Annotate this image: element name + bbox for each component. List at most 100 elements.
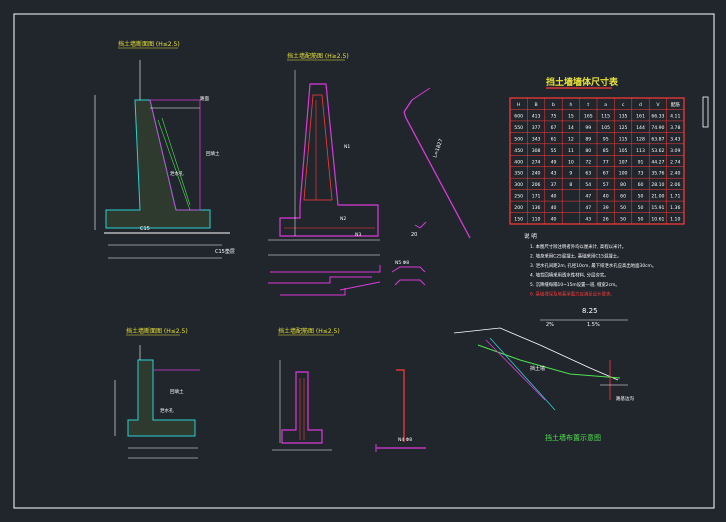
table-cell: 240 — [532, 171, 541, 177]
table-cell: 350 — [514, 171, 523, 177]
table-cell: 21.00 — [651, 194, 664, 200]
table-cell: 50 — [638, 194, 644, 200]
table-cell: 37 — [551, 182, 557, 188]
table-cell: 10.61 — [651, 217, 664, 223]
table-cell: 144 — [636, 125, 645, 131]
table-cell: 50 — [620, 217, 626, 223]
slanted-rebar-detail: L=1827 20 — [403, 87, 471, 239]
table-cell: 550 — [514, 125, 523, 131]
table-cell: 61 — [551, 136, 557, 142]
table-cell: 206 — [532, 182, 541, 188]
notes-title: 说 明 — [524, 232, 537, 240]
table-cell: 113 — [636, 148, 645, 154]
table-cell: 8 — [569, 182, 572, 188]
table-cell: 40 — [551, 217, 557, 223]
table-cell: 136 — [532, 205, 541, 211]
table-cell: 50 — [638, 205, 644, 211]
table-cell: 3.78 — [670, 125, 680, 131]
table-header-cell: t — [587, 102, 589, 108]
table-cell: 80 — [620, 182, 626, 188]
table-title: 挡土墙墙体尺寸表 — [546, 76, 619, 88]
table-cell: 63.87 — [651, 136, 664, 142]
label-rebar-a: N5 Φ8 — [395, 260, 409, 266]
label-backfill-1: 回填土 — [206, 150, 220, 157]
table-cell: 49 — [551, 159, 557, 165]
table-cell: 72 — [585, 159, 591, 165]
table-cell: 77 — [603, 159, 609, 165]
table-cell: 44.27 — [651, 159, 664, 165]
table-cell: 165 — [584, 113, 593, 119]
table-cell: 2.06 — [670, 182, 680, 188]
note-line: 2. 墙身采用C25混凝土, 基础采用C15混凝土。 — [530, 253, 622, 260]
label-drain-1: 泄水孔 — [170, 170, 184, 177]
table-cell: 66.33 — [651, 113, 664, 119]
table-cell: 55 — [551, 148, 557, 154]
table-cell: 4.11 — [670, 113, 680, 119]
table-cell: 105 — [601, 125, 610, 131]
table-cell: 3.43 — [670, 136, 680, 142]
binding-mark — [702, 96, 709, 128]
table-cell: 200 — [514, 205, 523, 211]
table-cell: 150 — [514, 217, 523, 223]
table-cell: 377 — [532, 125, 541, 131]
table-cell: 26 — [603, 217, 609, 223]
road-section-sketch: 8.25 2% 1.5% 挡土墙 路基边沟 挡土墙布置示意图 — [453, 307, 634, 442]
table-grid — [510, 98, 684, 224]
table-cell: 80 — [585, 148, 591, 154]
table-header-cell: h — [569, 102, 572, 108]
table-cell: 1.71 — [670, 194, 680, 200]
table-cell: 35.76 — [651, 171, 664, 177]
table-cell: 47 — [585, 205, 591, 211]
table-cell: 11 — [568, 148, 574, 154]
table-cell: 95 — [603, 136, 609, 142]
road-label-wall: 挡土墙 — [530, 365, 545, 372]
label-c15-1: C15垫层 — [215, 248, 235, 255]
table-cell: 28.10 — [651, 182, 664, 188]
table-header-cell: H — [517, 102, 520, 108]
table-cell: 107 — [619, 159, 628, 165]
table-cell: 110 — [532, 217, 541, 223]
table-cell: 40 — [551, 194, 557, 200]
table-header-cell: c — [622, 103, 625, 108]
table-header-cell: d — [639, 102, 642, 108]
note-line: 5. 沉降缝每隔10~15m设置一道, 缝宽2cm。 — [530, 281, 620, 288]
table-header-cell: V — [656, 102, 660, 108]
table-cell: 39 — [603, 205, 609, 211]
notes-lines: 1. 本图尺寸除注明者外均以厘米计, 高程以米计。 2. 墙身采用C25混凝土, … — [530, 243, 656, 298]
table-cell: 67 — [603, 171, 609, 177]
notes-block: 说 明 1. 本图尺寸除注明者外均以厘米计, 高程以米计。 2. 墙身采用C25混… — [524, 232, 656, 298]
table-cell: 300 — [514, 182, 523, 188]
label-n1-2: N1 — [344, 144, 350, 150]
table-cell: 60 — [638, 182, 644, 188]
label-n2-2: N2 — [340, 216, 346, 222]
table-cell: 450 — [514, 148, 523, 154]
label-rebar-20: 20 — [411, 232, 417, 238]
road-label-ditch: 路基边沟 — [616, 395, 634, 402]
label-base-1: C15 — [140, 226, 150, 232]
note-line: 1. 本图尺寸除注明者外均以厘米计, 高程以米计。 — [530, 243, 626, 250]
table-cell: 1.36 — [670, 205, 680, 211]
table-cell: 600 — [514, 113, 523, 119]
table-cell: 67 — [551, 125, 557, 131]
table-cell: 343 — [532, 136, 541, 142]
label-bar-b: N4 Φ8 — [398, 437, 412, 443]
table-cell: 57 — [603, 182, 609, 188]
table-cell: 75 — [551, 113, 557, 119]
section-top-left: 挡土墙断面图 (H≤2.5) 泄水孔 回填土 C15 C15垫层 路面 — [94, 40, 235, 259]
table-cell: 125 — [619, 125, 628, 131]
section-title-2: 挡土墙配筋图 (H≥2.5) — [287, 52, 349, 60]
table-cell: 73 — [638, 171, 644, 177]
rebar-details-row: N5 Φ8 — [268, 260, 426, 296]
table-header-cell: 配筋 — [671, 101, 681, 108]
table-cell: 50 — [638, 217, 644, 223]
table-cell: 63 — [585, 171, 591, 177]
table-cell: 128 — [636, 136, 645, 142]
note-line: 4. 墙背回填采用透水性材料, 分层夯实。 — [530, 272, 609, 279]
table-cell: 85 — [603, 148, 609, 154]
table-cell: 105 — [619, 148, 628, 154]
table-cell: 115 — [619, 136, 628, 142]
section-title-4: 挡土墙配筋图 (H≤2.5) — [278, 327, 340, 335]
table-cell: 100 — [619, 171, 628, 177]
table-header-cell: B — [535, 102, 538, 108]
